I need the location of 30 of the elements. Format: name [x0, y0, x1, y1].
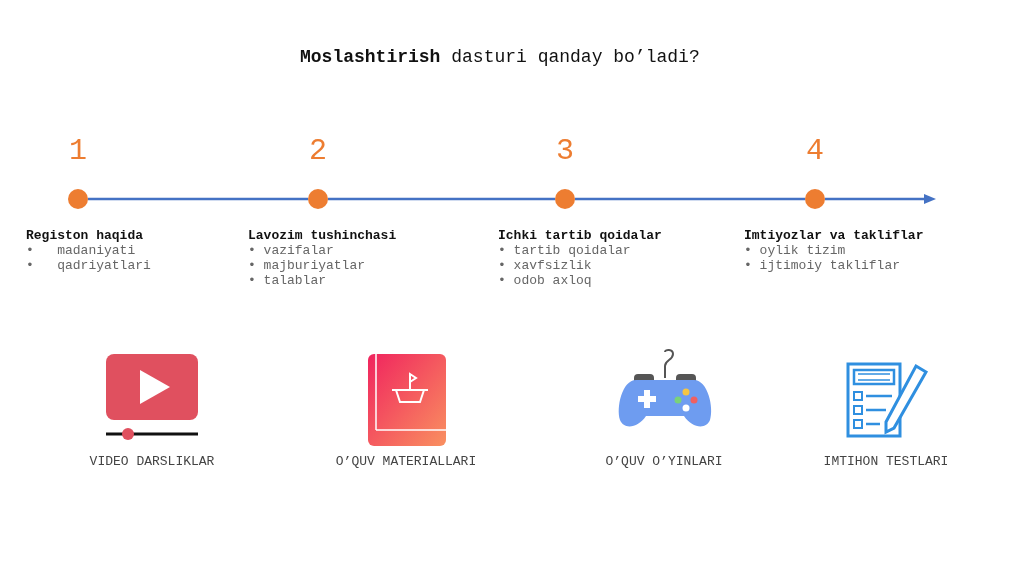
bullet-item: • vazifalar	[248, 243, 334, 258]
bullet-item: • majburiyatlar	[248, 258, 366, 273]
icon-caption: O’QUV O’YINLARI	[604, 453, 724, 470]
timeline-dot	[555, 189, 575, 209]
timeline-line	[88, 197, 308, 201]
milestone-heading: Registon haqida	[26, 228, 144, 243]
bullet-item: • xavfsizlik	[498, 258, 592, 273]
step-number: 2	[308, 134, 328, 168]
bullet-item: • tartib qoidalar	[498, 243, 631, 258]
icon-caption: O’QUV MATERIALLARI	[334, 453, 478, 470]
step-number: 3	[555, 134, 575, 168]
bullet-item: • odob axloq	[498, 273, 592, 288]
step-number: 1	[68, 134, 88, 168]
bullet-item: • madaniyati	[26, 243, 136, 258]
timeline-dot	[68, 189, 88, 209]
step-number: 4	[805, 134, 825, 168]
icon-caption: VIDEO DARSLIKLAR	[88, 453, 216, 470]
icon-caption: IMTIHON TESTLARI	[822, 453, 950, 470]
milestone-heading: Ichki tartib qoidalar	[498, 228, 662, 243]
bullet-item: • oylik tizim	[744, 243, 846, 258]
timeline-line	[328, 197, 555, 201]
timeline-dot	[805, 189, 825, 209]
milestone-heading: Imtiyozlar va takliflar	[744, 228, 924, 243]
title: Moslashtirish dasturi qanday bo’ladi?	[300, 47, 700, 67]
bullet-item: • ijtimoiy takliflar	[744, 258, 901, 273]
bullet-item: • talablar	[248, 273, 326, 288]
timeline-dot	[308, 189, 328, 209]
milestone-heading: Lavozim tushinchasi	[248, 228, 397, 243]
bullet-item: • qadriyatlari	[26, 258, 151, 273]
timeline-line	[575, 197, 805, 201]
